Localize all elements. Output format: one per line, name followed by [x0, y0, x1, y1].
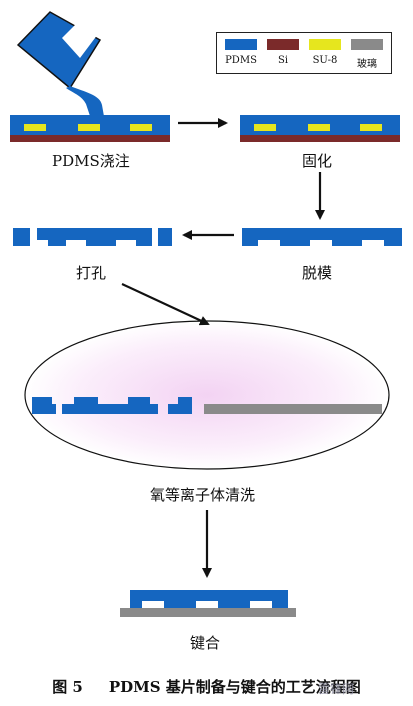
legend: PDMS Si SU-8 玻璃 — [216, 32, 392, 74]
step-label-punch: 打孔 — [76, 264, 107, 282]
step-label-plasma: 氧等离子体清洗 — [150, 486, 256, 504]
arrow-punch-to-plasma — [121, 283, 210, 326]
step-label-demold: 脱模 — [302, 264, 333, 282]
pouring-beaker-icon — [16, 11, 105, 122]
legend-label-su8: SU-8 — [312, 55, 338, 66]
plasma-chamber — [24, 320, 390, 470]
pour-assembly — [10, 115, 170, 142]
legend-label-glass: 玻璃 — [357, 59, 377, 70]
legend-swatch-pdms — [225, 39, 257, 50]
legend-label-si: Si — [277, 55, 289, 66]
step-label-bond: 键合 — [190, 634, 221, 652]
bonded-chip — [120, 590, 296, 617]
legend-swatch-su8 — [309, 39, 341, 50]
step-label-pour: PDMS浇注 — [52, 152, 130, 170]
punched-pdms — [13, 228, 172, 246]
legend-swatch-glass — [351, 39, 383, 50]
figure-caption: 图 5 PDMS 基片制备与键合的工艺流程图 — [0, 676, 413, 697]
legend-swatch-si — [267, 39, 299, 50]
demolded-pdms — [242, 228, 402, 246]
cured-assembly — [240, 115, 400, 142]
legend-label-pdms: PDMS — [225, 55, 257, 66]
step-label-cure: 固化 — [302, 152, 333, 170]
watermark: 雷锋网 — [318, 682, 355, 696]
figure-caption-text: PDMS 基片制备与键合的工艺流程图 — [108, 678, 361, 696]
figure-number: 图 5 — [52, 678, 83, 696]
